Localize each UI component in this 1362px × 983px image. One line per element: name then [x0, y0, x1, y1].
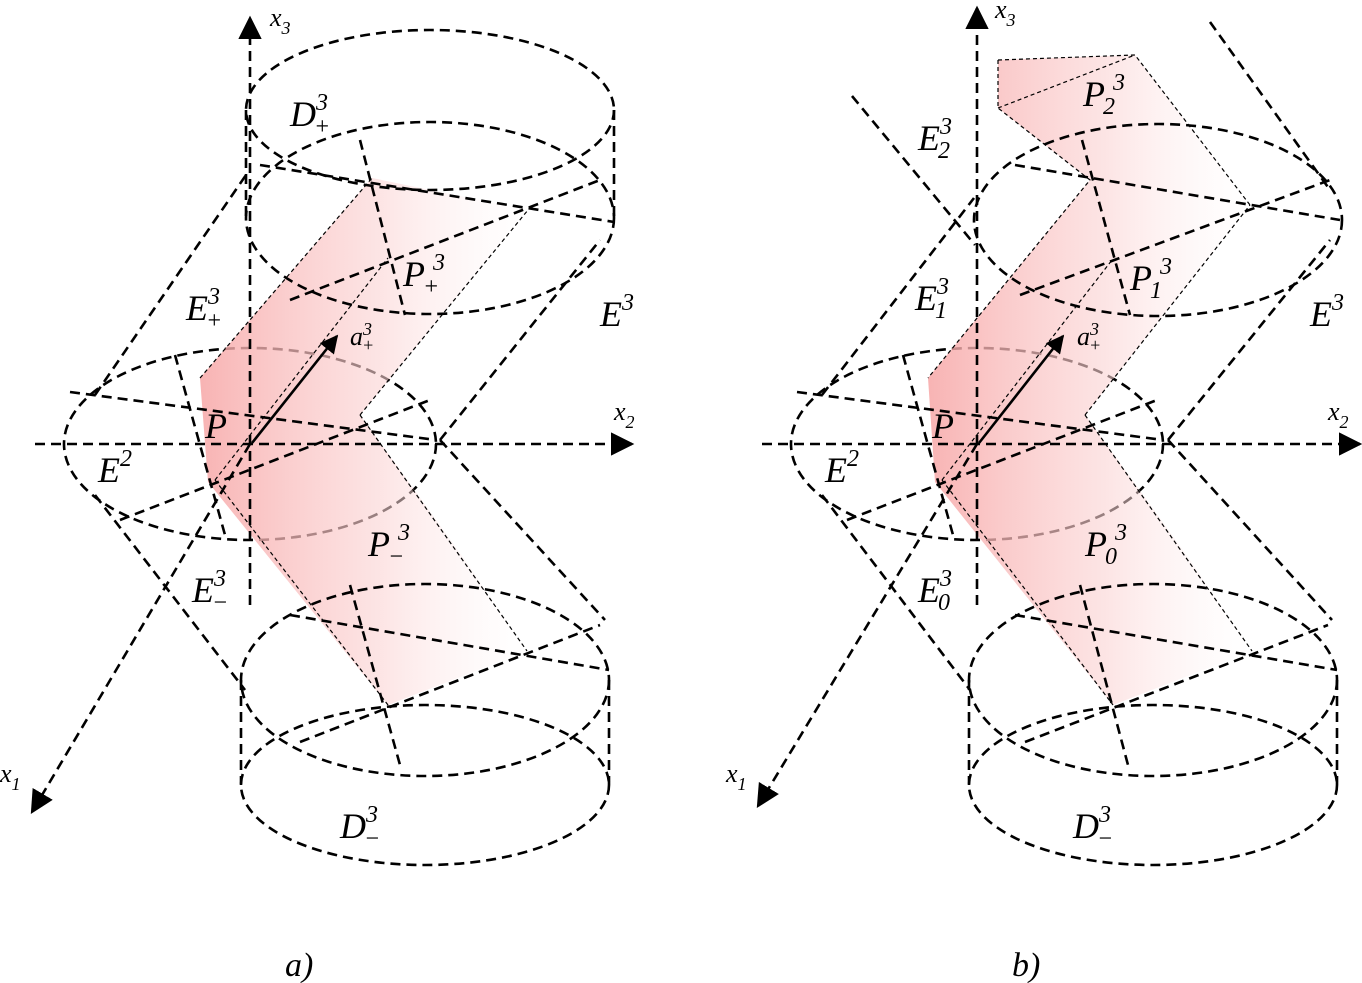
chord-b-bot1 [1014, 613, 1338, 672]
bottom-cyl-bottom-a [239, 703, 611, 867]
chord-b-bot2 [1024, 623, 1329, 744]
strip-edge-b2 [997, 54, 1136, 109]
strip-edge-b5 [1084, 204, 1251, 416]
strip-edge-a2 [214, 257, 389, 481]
strip-edge-b7 [941, 479, 1114, 706]
strip-b [928, 55, 1252, 705]
caption-b: b) [1012, 947, 1040, 983]
strip-edge-b1 [997, 54, 1251, 206]
label-e3-a: E3 [599, 290, 634, 334]
label-a-plus-b: a3+ [1077, 319, 1101, 355]
strip-edge-a3 [359, 209, 529, 416]
envelope-b1 [820, 197, 976, 396]
envelope-b4 [1167, 439, 1333, 621]
axis-label-x1-a: x1 [0, 759, 21, 794]
envelope-b2 [1166, 239, 1332, 441]
axis-label-x3-a: x3 [269, 3, 291, 38]
upper-disk-b [972, 122, 1344, 318]
chord-b-mid2 [846, 398, 1158, 522]
label-p-a: P [204, 406, 227, 446]
strip-edge-b3 [927, 60, 1091, 379]
vector-a-plus-b [977, 334, 1065, 444]
label-a-plus-a: a3+ [350, 319, 374, 355]
label-p-b: P [931, 406, 954, 446]
bottom-cyl-bottom-b [967, 703, 1339, 867]
axis-label-x1-b: x1 [725, 759, 747, 794]
strip-edge-a1 [199, 177, 373, 379]
label-e-minus-a: E3− [191, 566, 228, 616]
strip-edge-a5 [214, 479, 389, 706]
caption-a: a) [285, 947, 313, 983]
chord-a-top2 [289, 178, 601, 302]
chord-b-top1 [1014, 163, 1341, 222]
chord-b-mid1 [796, 390, 1164, 442]
chord-a-bot1 [289, 613, 610, 672]
chord-a-mid1 [69, 390, 437, 442]
strip-edge-b6 [1084, 414, 1253, 652]
top-cyl-bottom-a [244, 120, 616, 316]
axis-label-x2-b: x2 [1327, 397, 1349, 432]
label-d-plus-a: D3+ [289, 90, 330, 140]
strip-edge-b4 [941, 259, 1113, 481]
label-e3-b: E3 [1309, 290, 1344, 334]
envelope-a3 [93, 494, 247, 691]
chord-a-top1 [259, 163, 615, 224]
chord-a-mid2 [119, 398, 431, 522]
axis-x1-b [756, 443, 979, 809]
slant-b2 [1208, 21, 1332, 191]
strip-edge-a4 [359, 414, 528, 652]
label-e2-a: E2 [97, 446, 132, 490]
envelope-a4 [439, 439, 606, 621]
chord-b-top2 [1019, 178, 1331, 297]
axis-x1-a [30, 443, 252, 815]
label-d-minus-a: D3− [339, 802, 380, 852]
label-d-minus-b: D3− [1072, 802, 1113, 852]
chord-a-bot2 [299, 623, 601, 744]
label-eplane-b: E2 [824, 446, 859, 490]
axis-label-x2-a: x2 [613, 397, 635, 432]
envelope-b3 [820, 494, 972, 691]
chord-b-top3 [1080, 139, 1132, 316]
axis-label-x3-b: x3 [994, 0, 1016, 30]
slant-b1 [850, 95, 977, 246]
chord-a-top3 [358, 139, 407, 316]
envelope-a2 [438, 239, 602, 441]
vector-a-plus-a [250, 334, 339, 444]
envelope-a1 [93, 174, 248, 396]
label-e-plus-a: E3+ [185, 284, 222, 334]
